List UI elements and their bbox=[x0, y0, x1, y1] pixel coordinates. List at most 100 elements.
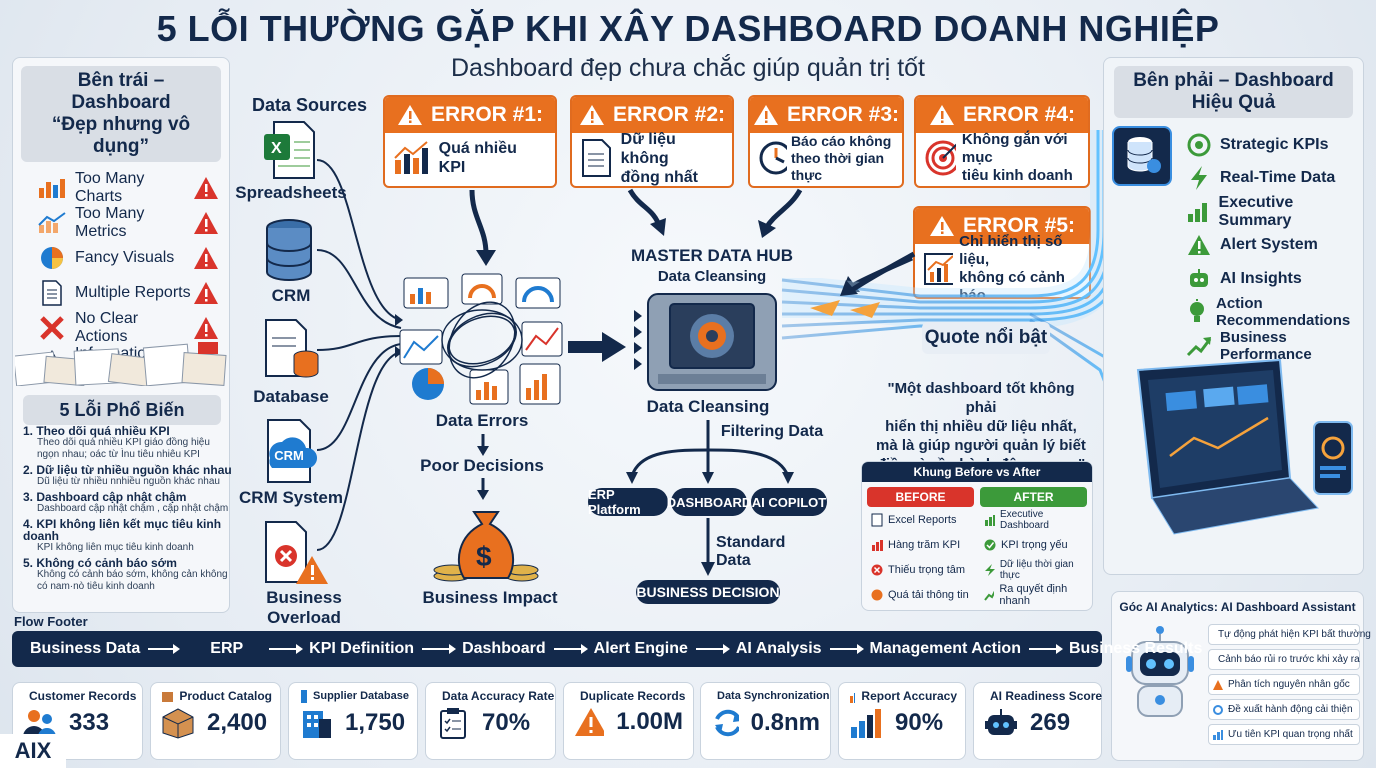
before-item: Thiếu trọng tâm bbox=[867, 557, 974, 582]
document-icon bbox=[871, 513, 883, 526]
error-box-3: ERROR #3: Báo cáo không theo thời gian t… bbox=[748, 95, 904, 188]
ai-item: Phân tích nguyên nhân gốc bbox=[1208, 674, 1360, 695]
arrow-down-1 bbox=[477, 434, 489, 456]
filtering-data-label: Filtering Data bbox=[720, 423, 824, 440]
arrow-from-error-5 bbox=[840, 251, 916, 296]
ai-item: Đề xuất hành động cải thiện bbox=[1208, 699, 1360, 720]
business-decision-pill: BUSINESS DECISION bbox=[636, 580, 780, 604]
ai-item: Ưu tiên KPI quan trọng nhất bbox=[1208, 724, 1360, 745]
warning-icon bbox=[929, 105, 954, 125]
ds-label-crm: CRM bbox=[271, 286, 311, 305]
after-item: Dữ liệu thời gian thực bbox=[980, 557, 1087, 582]
warning-icon bbox=[575, 708, 605, 736]
bar-chart-icon bbox=[872, 539, 883, 551]
metric-card-duplicate-records: Duplicate Records 1.00M bbox=[563, 682, 694, 760]
box-icon bbox=[162, 708, 194, 739]
metric-card-data-accuracy-rate: Data Accuracy Rate 70% bbox=[425, 682, 556, 760]
left-panel-heading: Bên trái – Dashboard “Đẹp nhưng vô dụng” bbox=[21, 66, 221, 162]
flow-step: Management Action bbox=[869, 640, 1021, 657]
spreadsheet-icon: X bbox=[264, 121, 315, 179]
before-column: BEFORE Excel Reports Hàng trăm KPI Thiếu… bbox=[867, 487, 974, 607]
building-icon bbox=[301, 690, 308, 703]
svg-text:X: X bbox=[271, 140, 282, 157]
flow-step: AI Analysis bbox=[735, 640, 822, 657]
bar-chart-icon bbox=[394, 141, 428, 174]
ai-robot-icon bbox=[1126, 626, 1194, 717]
flow-step: Alert Engine bbox=[593, 640, 688, 657]
output-ai-copilot: AI COPILOT bbox=[751, 488, 827, 516]
refresh-icon bbox=[1213, 704, 1223, 715]
error-box-4: ERROR #4: Không gắn với mục tiêu kinh do… bbox=[914, 95, 1090, 188]
crm-system-icon bbox=[267, 419, 318, 483]
error-box-2: ERROR #2: Dữ liệu không đồng nhất bbox=[570, 95, 734, 188]
page-title: 5 LỖI THƯỜNG GẶP KHI XÂY DASHBOARD DOANH… bbox=[156, 8, 1220, 49]
ai-item: Cảnh báo rủi ro trước khi xảy ra bbox=[1208, 649, 1360, 670]
warning-icon bbox=[194, 211, 218, 234]
error-box-5: ERROR #5: Chỉ hiển thị số liệu, không có… bbox=[913, 206, 1091, 299]
output-erp-platform: ERP Platform bbox=[588, 487, 668, 517]
clock-icon bbox=[759, 141, 787, 175]
warning-icon bbox=[929, 216, 954, 236]
ds-label-crm-system: CRM System bbox=[239, 488, 343, 507]
data-sources-heading: Data Sources bbox=[252, 95, 368, 115]
bar-chart-icon bbox=[1213, 729, 1223, 740]
warning-icon bbox=[194, 246, 218, 269]
left-panel: Bên trái – Dashboard “Đẹp nhưng vô dụng”… bbox=[12, 57, 233, 613]
bar-chart-icon bbox=[851, 709, 881, 738]
x-circle-icon bbox=[871, 564, 883, 575]
paper-pile-illustration bbox=[15, 342, 227, 386]
quote-text: "Một dashboard tốt không phải hiển thị n… bbox=[876, 380, 1086, 473]
business-overload-icon bbox=[265, 521, 328, 584]
left-item-multiple-reports: Multiple Reports bbox=[13, 275, 229, 310]
warning-icon bbox=[753, 105, 778, 125]
red-x-icon bbox=[35, 315, 69, 341]
bar-chart-icon bbox=[850, 693, 856, 703]
right-panel: Bên phải – Dashboard Hiệu Quả Strategic … bbox=[1103, 57, 1364, 575]
overload-icon bbox=[871, 589, 883, 600]
box-icon bbox=[162, 692, 174, 702]
source-arrows bbox=[316, 159, 403, 551]
business-impact-label: Business Impact bbox=[422, 588, 558, 607]
check-circle-icon bbox=[984, 539, 996, 550]
lightning-icon bbox=[1186, 165, 1212, 191]
after-item: Executive Dashboard bbox=[980, 507, 1087, 532]
warning-icon bbox=[194, 281, 218, 304]
warning-icon bbox=[194, 316, 218, 339]
alert-triangle-icon bbox=[1186, 232, 1212, 258]
money-bag-icon: $ bbox=[433, 511, 539, 582]
target-icon bbox=[1186, 132, 1212, 158]
metric-card-data-synchronization: Data Synchronization 0.8nm bbox=[700, 682, 831, 760]
warning-icon bbox=[579, 105, 604, 125]
ds-label-business-overload: Business Overload bbox=[266, 588, 342, 627]
data-stream-lines bbox=[781, 130, 1130, 401]
metric-card-supplier-database: Supplier Database 1,750 bbox=[288, 682, 418, 760]
error-box-1: ERROR #1: Quá nhiều KPI bbox=[383, 95, 557, 188]
right-items: Strategic KPIs Real-Time Data Executive … bbox=[1186, 128, 1362, 363]
target-icon bbox=[925, 140, 956, 176]
after-item: KPI trọng yếu bbox=[980, 532, 1087, 557]
before-item: Excel Reports bbox=[867, 507, 974, 532]
line-chart-icon bbox=[35, 210, 69, 236]
aix-logo: AIX bbox=[0, 734, 66, 768]
left-item-fancy-visuals: Fancy Visuals bbox=[13, 240, 229, 275]
data-errors-label: Data Errors bbox=[435, 411, 529, 430]
arrow-to-decision bbox=[701, 518, 715, 576]
bar-chart-icon bbox=[985, 514, 995, 526]
bar-chart-icon bbox=[1186, 199, 1211, 225]
right-item-strategic-kpis: Strategic KPIs bbox=[1186, 128, 1362, 162]
robot-icon bbox=[985, 709, 1017, 735]
right-item-real-time-data: Real-Time Data bbox=[1186, 162, 1362, 196]
ai-items: Tự động phát hiện KPI bất thường Cảnh bá… bbox=[1208, 624, 1371, 749]
warning-icon bbox=[1213, 679, 1223, 690]
hub-subtitle: Data Cleansing bbox=[657, 268, 767, 285]
trend-up-icon bbox=[984, 590, 995, 601]
hub-title: MASTER DATA HUB bbox=[630, 246, 794, 265]
metric-card-ai-readiness-score: AI Readiness Score 269 bbox=[973, 682, 1102, 760]
data-cleansing-label: Data Cleansing bbox=[646, 397, 770, 416]
lightbulb-icon bbox=[1186, 299, 1208, 325]
ds-label-database: Database bbox=[253, 387, 329, 406]
lightning-icon bbox=[985, 563, 995, 576]
metric-card-product-catalog: Product Catalog 2,400 bbox=[150, 682, 281, 760]
